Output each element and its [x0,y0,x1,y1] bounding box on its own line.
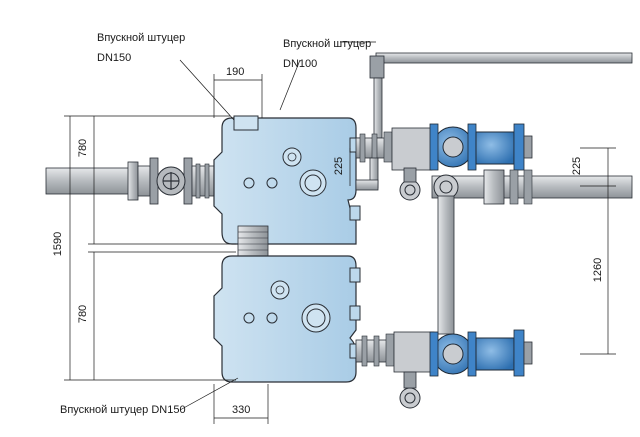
control-linkage-bar [369,52,633,139]
inlet-bottom-label: Впускной штуцер DN150 [60,404,186,416]
dimension-225-right: 225 [571,156,584,176]
upper-filter-tank [213,115,361,245]
lower-filter-tank [213,255,361,383]
butterfly-valve-left [149,157,193,205]
upper-valve-assembly [391,123,533,201]
outlet-pipe-right [431,169,633,205]
dimension-190: 190 [226,66,245,78]
dimension-1590: 1590 [52,231,65,257]
inlet-top-left-label-line2: DN150 [97,52,132,64]
inlet-top-mid-label-line2: DN100 [283,58,318,70]
vertical-bypass-pipe [437,195,455,335]
dimension-lines [64,41,616,424]
dimension-225-center: 225 [333,156,346,176]
inlet-top-mid-label-line1: Впускной штуцер [283,38,372,50]
dimension-330: 330 [232,404,251,416]
dimension-1260: 1260 [592,257,605,283]
lower-outlet-pipe [355,333,397,367]
dimension-780-top: 780 [77,138,90,158]
inlet-pipe-left [45,161,151,201]
dimension-780-bottom: 780 [77,304,90,324]
inlet-top-left-label-line1: Впускной штуцер [97,32,186,44]
lower-valve-assembly [393,329,533,409]
upper-outlet-pipe [355,131,393,191]
